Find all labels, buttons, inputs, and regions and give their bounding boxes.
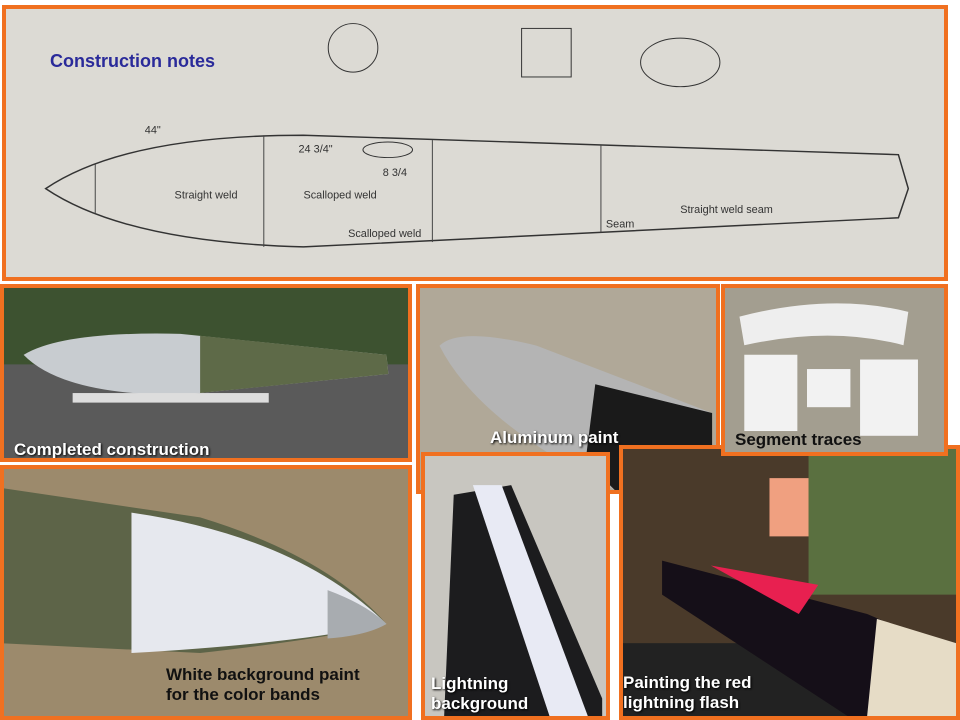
sketch-note: Scalloped weld — [303, 189, 376, 201]
caption-construction-notes: Construction notes — [50, 51, 215, 71]
caption-completed-construction: Completed construction — [14, 440, 210, 459]
bomb-photo — [4, 469, 408, 716]
bomb-photo — [623, 449, 956, 716]
white-background-panel: White background paint for the color ban… — [0, 465, 412, 720]
caption-painting-red-lightning: Painting the red lightning flash — [623, 673, 752, 712]
traces-photo — [739, 303, 918, 436]
caption-white-background-paint: White background paint for the color ban… — [166, 665, 360, 704]
sketch-note: 24 3/4" — [299, 144, 333, 156]
bomb-sketch-drawing: Straight weld Scalloped weld Straight we… — [6, 9, 944, 277]
completed-construction-panel: Completed construction — [0, 284, 412, 462]
segment-traces-panel: Segment traces — [721, 284, 948, 456]
caption-lightning-background: Lightning background — [431, 674, 529, 713]
sketch-note: 8 3/4 — [383, 167, 407, 179]
sketch-note: Seam — [606, 219, 634, 231]
sketch-note: Straight weld seam — [680, 204, 773, 216]
sketch-note: Straight weld — [175, 189, 238, 201]
construction-notes-panel: Straight weld Scalloped weld Straight we… — [2, 5, 948, 281]
painting-red-lightning-panel: Painting the red lightning flash — [619, 445, 960, 720]
lightning-background-panel: Lightning background — [421, 452, 610, 720]
bomb-photo — [425, 456, 606, 716]
caption-segment-traces: Segment traces — [735, 430, 862, 449]
bomb-photo — [4, 288, 408, 458]
sketch-note: Scalloped weld — [348, 228, 421, 240]
caption-aluminum-paint: Aluminum paint — [490, 428, 619, 447]
sketch-note: 44" — [145, 124, 161, 136]
